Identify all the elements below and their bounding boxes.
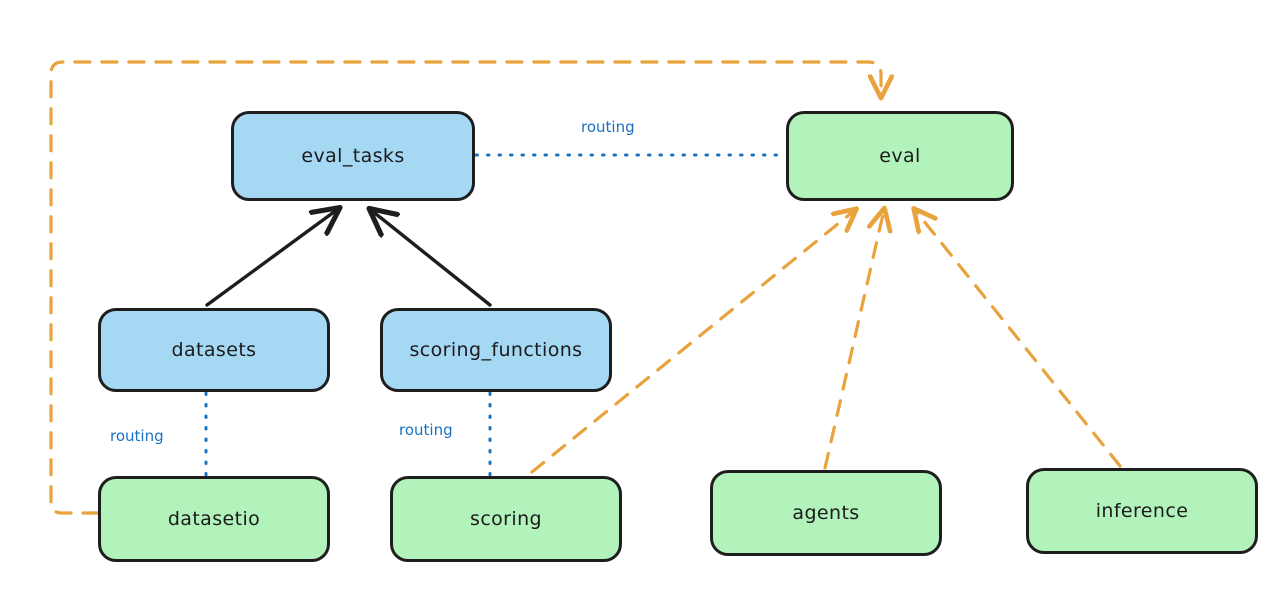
node-datasets[interactable]: datasets: [98, 308, 330, 392]
node-label-eval: eval: [879, 145, 921, 167]
node-inference[interactable]: inference: [1026, 468, 1258, 554]
edge-datasets-eval_tasks: [205, 209, 338, 307]
node-eval_tasks[interactable]: eval_tasks: [231, 111, 475, 201]
node-label-eval_tasks: eval_tasks: [301, 145, 405, 167]
edge-agents-eval: [823, 210, 884, 470]
node-datasetio[interactable]: datasetio: [98, 476, 330, 562]
node-label-scoring_functions: scoring_functions: [409, 339, 583, 361]
edge-scoringfn-eval_tasks: [371, 210, 492, 307]
node-eval[interactable]: eval: [786, 111, 1014, 201]
edge-scoring-eval: [530, 210, 855, 474]
node-label-agents: agents: [792, 502, 860, 524]
node-label-datasets: datasets: [171, 339, 257, 361]
edge-label-routing-scoringfn-scoring: routing: [399, 421, 453, 439]
edge-datasetio-eval: [49, 60, 881, 515]
node-label-scoring: scoring: [470, 508, 542, 530]
edge-label-routing-eval_tasks-eval: routing: [581, 118, 635, 136]
node-agents[interactable]: agents: [710, 470, 942, 556]
node-label-inference: inference: [1095, 500, 1189, 522]
node-scoring[interactable]: scoring: [390, 476, 622, 562]
edge-inference-eval: [915, 210, 1122, 468]
node-label-datasetio: datasetio: [167, 508, 261, 530]
node-scoring_functions[interactable]: scoring_functions: [380, 308, 612, 392]
edge-label-routing-datasets-datasetio: routing: [110, 427, 164, 445]
